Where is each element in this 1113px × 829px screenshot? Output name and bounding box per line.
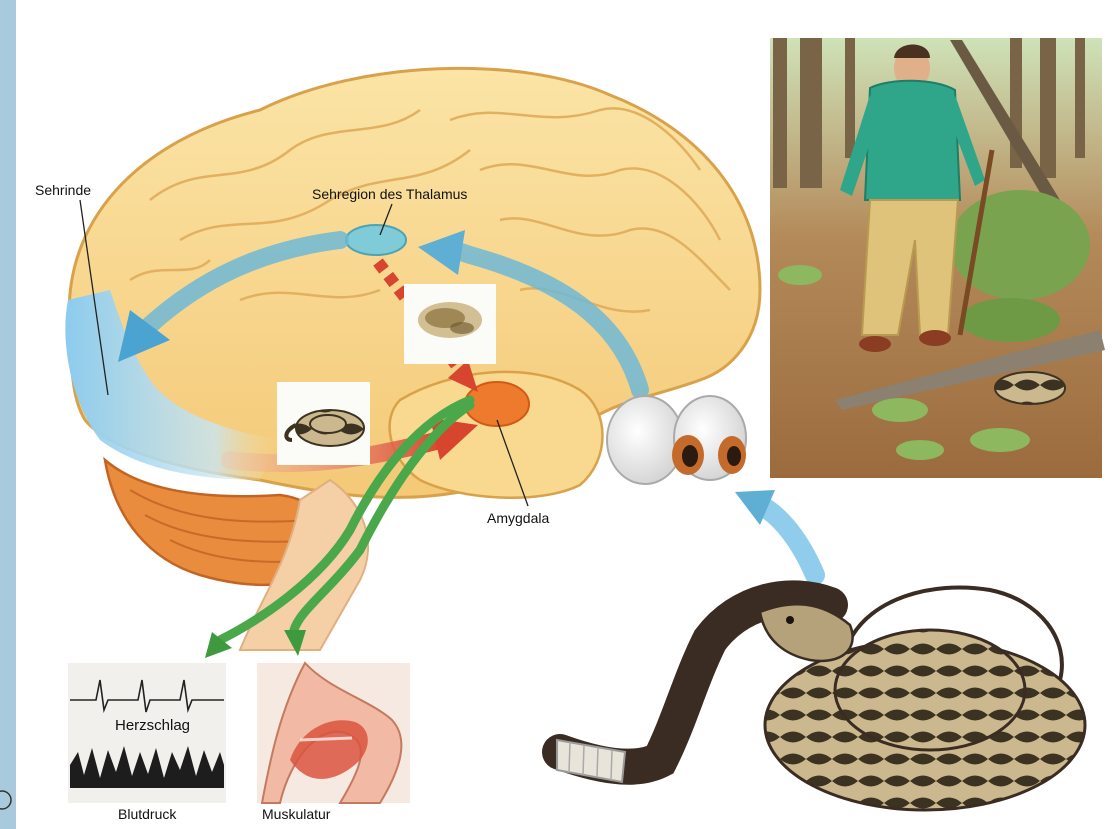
blood-pressure-label: Blutdruck bbox=[118, 806, 176, 822]
left-eye bbox=[607, 396, 683, 484]
man-in-forest-scene bbox=[770, 38, 1105, 478]
amygdala-label: Amygdala bbox=[487, 510, 549, 526]
snake-coil-middle bbox=[835, 630, 1025, 750]
clear-snake-thumbnail bbox=[277, 382, 370, 465]
small-snake-icon bbox=[995, 372, 1065, 404]
right-pupil bbox=[727, 446, 741, 466]
left-pupil bbox=[682, 445, 698, 467]
page-edge bbox=[0, 0, 16, 829]
thalamus-label: Sehregion des Thalamus bbox=[312, 186, 467, 202]
mossy-rock bbox=[960, 298, 1060, 342]
blurry-snake-thumbnail bbox=[404, 284, 496, 364]
muscle-panel bbox=[257, 663, 410, 803]
muscles-label: Muskulatur bbox=[262, 806, 330, 822]
thalamus-visual-region bbox=[346, 225, 406, 255]
heartbeat-label: Herzschlag bbox=[115, 717, 190, 734]
visual-cortex-label: Sehrinde bbox=[35, 182, 91, 198]
snake-eye bbox=[786, 616, 794, 624]
